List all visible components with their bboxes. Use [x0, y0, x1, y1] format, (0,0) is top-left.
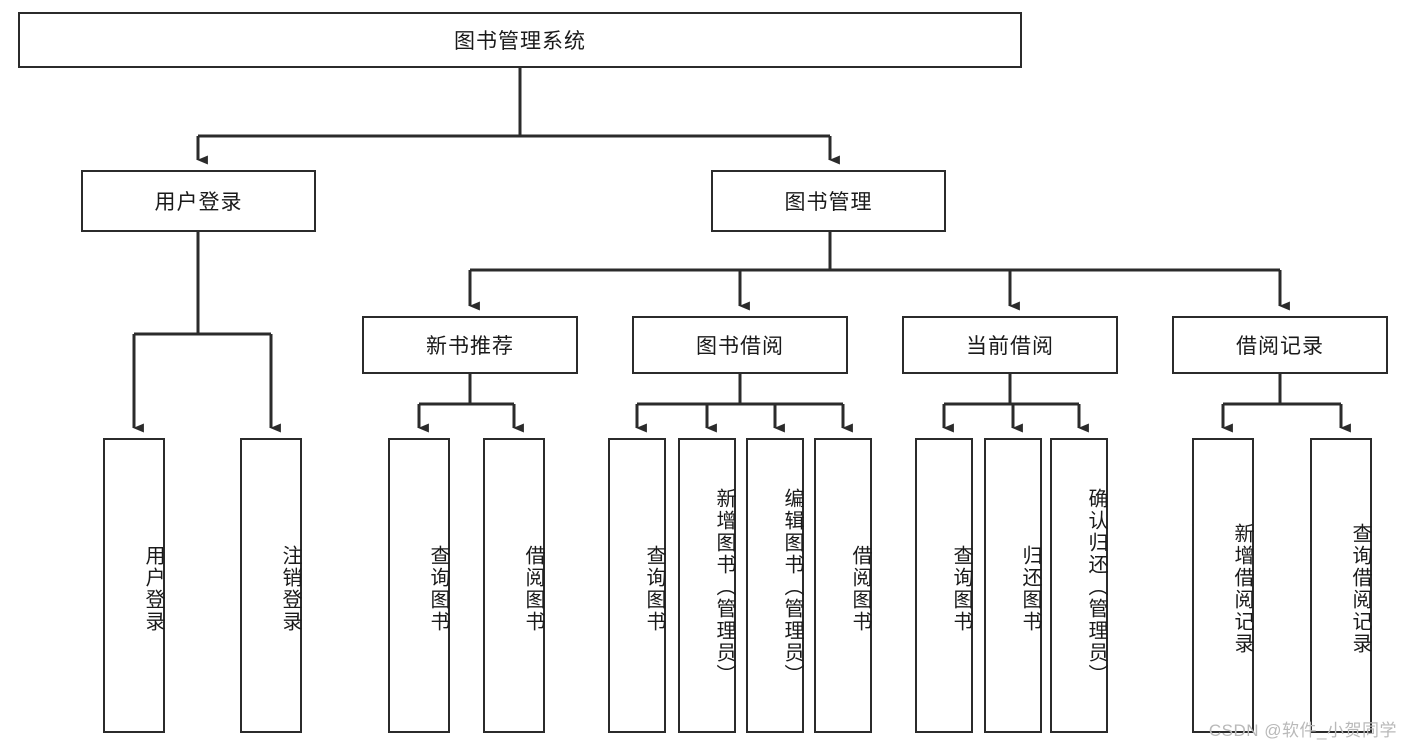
csdn-watermark: CSDN @软件_小贺同学	[1208, 721, 1397, 740]
leaf-return-book[interactable]: 归还图书	[984, 438, 1042, 733]
leaf-confirm-return-admin[interactable]: 确认归还（管理员）	[1050, 438, 1108, 733]
leaf-user-login[interactable]: 用户登录	[103, 438, 165, 733]
leaf-borrow-books-new[interactable]: 借阅图书	[483, 438, 545, 733]
leaf-edit-book-admin[interactable]: 编辑图书（管理员）	[746, 438, 804, 733]
leaf-query-borrow-record[interactable]: 查询借阅记录	[1310, 438, 1372, 733]
node-new-book-recommend[interactable]: 新书推荐	[362, 316, 578, 374]
node-book-borrow[interactable]: 图书借阅	[632, 316, 848, 374]
leaf-query-books-new[interactable]: 查询图书	[388, 438, 450, 733]
node-book-management[interactable]: 图书管理	[711, 170, 946, 232]
node-borrow-records[interactable]: 借阅记录	[1172, 316, 1388, 374]
node-user-login[interactable]: 用户登录	[81, 170, 316, 232]
leaf-user-logout[interactable]: 注销登录	[240, 438, 302, 733]
leaf-add-borrow-record[interactable]: 新增借阅记录	[1192, 438, 1254, 733]
node-current-borrow[interactable]: 当前借阅	[902, 316, 1118, 374]
leaf-query-books-current[interactable]: 查询图书	[915, 438, 973, 733]
node-root[interactable]: 图书管理系统	[18, 12, 1022, 68]
leaf-add-book-admin[interactable]: 新增图书（管理员）	[678, 438, 736, 733]
leaf-borrow-book[interactable]: 借阅图书	[814, 438, 872, 733]
leaf-query-books-borrow[interactable]: 查询图书	[608, 438, 666, 733]
